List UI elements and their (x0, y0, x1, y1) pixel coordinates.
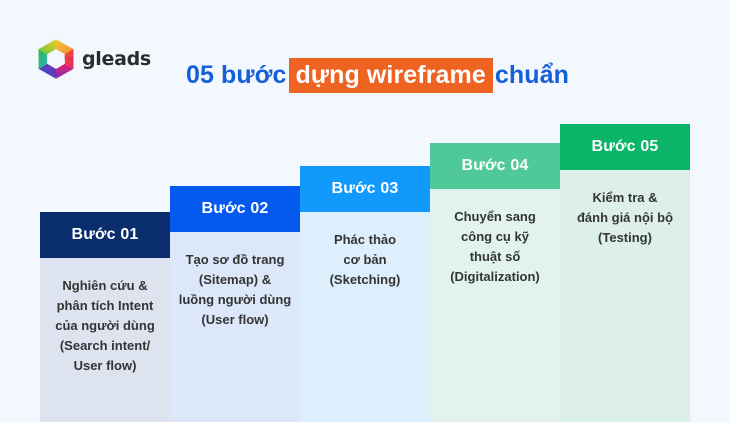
title-highlight: dựng wireframe (288, 58, 493, 93)
step-header-1: Bước 01 (40, 212, 170, 258)
step-label-3: Bước 03 (331, 180, 399, 197)
step-body-line: Phác thảo (333, 232, 397, 247)
step-header-3: Bước 03 (300, 166, 430, 212)
step-label-2: Bước 02 (201, 200, 269, 217)
step-body-5: Kiểm tra & đánh giá nội bộ (Testing) (560, 170, 690, 422)
step-body-line: User flow) (73, 358, 137, 373)
step-column-1: Bước 01 Nghiên cứu & phân tích Intent của n… (40, 212, 170, 422)
step-header-2: Bước 02 (170, 186, 300, 232)
step-body-line: luồng người dùng (178, 292, 292, 307)
step-label-1: Bước 01 (71, 226, 139, 243)
step-body-line: Tạo sơ đồ trang (185, 252, 285, 267)
step-body-line: cơ bản (343, 252, 387, 267)
step-body-line: (Search intent/ (59, 338, 151, 353)
brand-wordmark: gleads (82, 47, 151, 70)
title-suffix: chuẩn (494, 61, 570, 89)
step-label-4: Bước 04 (461, 157, 529, 174)
step-body-line: Nghiên cứu & (62, 278, 148, 293)
step-body-line: phân tích Intent (56, 298, 154, 313)
step-column-4: Bước 04 Chuyển sang công cụ kỹ thuật số (Dig… (430, 143, 560, 422)
gleads-hexagon-logo-icon (38, 39, 74, 79)
step-body-line: (Sitemap) & (198, 272, 272, 287)
step-header-4: Bước 04 (430, 143, 560, 189)
brand-logo: gleads (36, 38, 151, 80)
step-header-5: Bước 05 (560, 124, 690, 170)
step-body-line: công cụ kỹ (461, 229, 529, 244)
step-body-1: Nghiên cứu & phân tích Intent của người dù… (40, 258, 170, 422)
step-column-3: Bước 03 Phác thảo cơ bản (Sketching) (300, 166, 430, 422)
step-body-line: (Testing) (598, 230, 652, 245)
title-prefix: 05 bước (186, 61, 287, 89)
step-body-line: Kiểm tra & (592, 190, 658, 205)
step-body-line: Chuyển sang (454, 209, 536, 224)
step-body-line: của người dùng (55, 318, 155, 333)
step-body-line: (Sketching) (329, 272, 401, 287)
step-body-line: (Digitalization) (450, 269, 540, 284)
step-body-2: Tạo sơ đồ trang (Sitemap) & luồng người dù… (170, 232, 300, 422)
step-column-5: Bước 05 Kiểm tra & đánh giá nội bộ (Testing… (560, 124, 690, 422)
step-label-5: Bước 05 (591, 138, 659, 155)
step-column-2: Bước 02 Tạo sơ đồ trang (Sitemap) & luồng n… (170, 186, 300, 422)
step-body-line: (User flow) (201, 312, 269, 327)
step-body-4: Chuyển sang công cụ kỹ thuật số (Digitaliza… (430, 189, 560, 422)
step-body-line: thuật số (469, 249, 521, 264)
step-body-line: đánh giá nội bộ (576, 210, 674, 225)
step-body-3: Phác thảo cơ bản (Sketching) (300, 212, 430, 422)
